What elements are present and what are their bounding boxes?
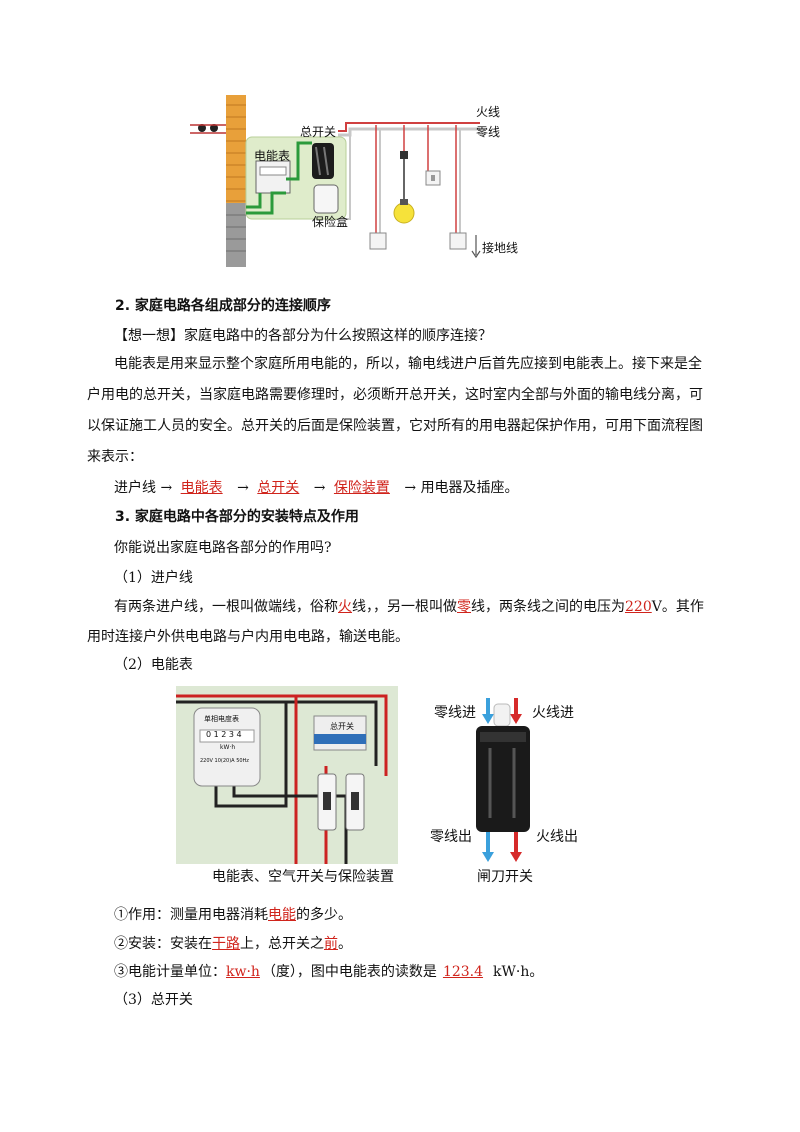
section2-heading: 2. 家庭电路各组成部分的连接顺序 — [115, 298, 331, 314]
sub3-title: （3）总开关 — [114, 992, 193, 1008]
sub1-title: （1）进户线 — [114, 570, 193, 586]
label-huo-out: 火线出 — [536, 829, 578, 845]
label-baoxianhe: 保险盒 — [312, 215, 349, 229]
meter-switch-svg — [176, 686, 398, 864]
fig-left-caption: 电能表、空气开关与保险装置 — [212, 869, 394, 885]
think-text: 家庭电路中的各部分为什么按照这样的顺序连接？ — [184, 328, 492, 344]
item1-text-b: 的多少。 — [296, 907, 352, 923]
sub1-line-2: 用时连接户外供电电路与户内用电电路，输送电能。 — [87, 629, 409, 645]
blank-electric-energy: 电能 — [268, 907, 296, 923]
think-line: 【想一想】家庭电路中的各部分为什么按照这样的顺序连接？ — [114, 326, 492, 346]
sub1-line-1: 有两条进户线，一根叫做端线，俗称火线，，另一根叫做零线，两条线之间的电压为220… — [114, 597, 704, 617]
blank-ling: 零 — [457, 599, 471, 615]
sub1-text-d: V。其作 — [651, 599, 704, 615]
item3-text-b: （度），图中电能表的读数是 — [261, 964, 437, 980]
para-line-1: 电能表是用来显示整个家庭所用电能的，所以，输电线进户后首先应接到电能表上。接下来… — [114, 356, 702, 372]
flow-arrow-2: → — [237, 480, 249, 496]
label-huo-in: 火线进 — [532, 705, 574, 721]
household-circuit-diagram: 火线 零线 总开关 电能表 保险盒 接地线 — [190, 95, 530, 270]
blank-220: 220 — [625, 599, 652, 615]
item1-text-a: ①作用：测量用电器消耗 — [114, 907, 268, 923]
flow-arrow-4: → — [404, 480, 417, 496]
flow-blank-fuse: 保险装置 — [333, 480, 390, 496]
meter-title: 单相电度表 — [204, 715, 239, 723]
label-lingxian: 零线 — [476, 125, 501, 139]
blank-main-circuit: 干路 — [212, 936, 240, 952]
label-jiedi: 接地线 — [482, 241, 519, 255]
item-3: ③电能计量单位：kw·h（度），图中电能表的读数是 123.4 kW·h。 — [114, 962, 543, 982]
section3-heading: 3. 家庭电路中各部分的安装特点及作用 — [115, 509, 359, 525]
flow-start: 进户线 — [114, 480, 156, 496]
knife-switch-figure: 零线进 火线进 零线出 火线出 — [430, 698, 590, 868]
blank-unit: kw·h — [226, 964, 260, 980]
blank-huo: 火 — [338, 599, 352, 615]
blank-before: 前 — [324, 936, 338, 952]
flow-blank-meter: 电能表 — [180, 480, 223, 496]
sub2-title: （2）电能表 — [114, 657, 193, 673]
blank-reading: 123.4 — [442, 964, 484, 980]
item2-text-c: 。 — [338, 936, 352, 952]
item-1: ①作用：测量用电器消耗电能的多少。 — [114, 905, 352, 925]
fig-right-caption: 闸刀开关 — [477, 869, 533, 885]
flow-line: 进户线 → 电能表 → 总开关 → 保险装置 → 用电器及插座。 — [114, 478, 519, 498]
label-zongkaiguan: 总开关 — [300, 125, 337, 139]
meter-digits: 0 1 2 3 4 — [206, 730, 242, 739]
knife-switch-svg — [476, 698, 530, 862]
item3-text-c: kW·h。 — [493, 964, 544, 980]
label-huoxian: 火线 — [476, 105, 501, 119]
flow-arrow-1: → — [160, 480, 173, 496]
item-2: ②安装：安装在干路上，总开关之前。 — [114, 934, 352, 954]
item2-text-b: 上，总开关之 — [240, 936, 324, 952]
sub1-text-c: 线，两条线之间的电压为 — [471, 599, 625, 615]
household-circuit-svg — [190, 95, 481, 267]
para-line-4: 来表示： — [87, 449, 143, 465]
meter-unit: kW·h — [220, 744, 236, 751]
section3-question: 你能说出家庭电路各部分的作用吗? — [114, 540, 332, 556]
think-label: 【想一想】 — [114, 328, 184, 344]
item3-text-a: ③电能计量单位： — [114, 964, 226, 980]
para-line-3: 以保证施工人员的安全。总开关的后面是保险装置，它对所有的用电器起保护作用，可用下… — [87, 418, 703, 434]
flow-arrow-3: → — [313, 480, 326, 496]
sub1-text-b: 线，，另一根叫做 — [352, 599, 457, 615]
main-switch-label: 总开关 — [330, 722, 354, 731]
label-ling-out: 零线出 — [430, 829, 472, 845]
para-line-2: 户用电的总开关，当家庭电路需要修理时，必须断开总开关，这时室内全部与外面的输电线… — [87, 387, 703, 403]
label-ling-in: 零线进 — [434, 705, 476, 721]
flow-end: 用电器及插座。 — [420, 480, 519, 496]
flow-blank-switch: 总开关 — [257, 480, 300, 496]
meter-switch-figure: 单相电度表 0 1 2 3 4 kW·h 220V 10(20)A 50Hz 总… — [176, 686, 398, 864]
sub1-text-a: 有两条进户线，一根叫做端线，俗称 — [114, 599, 338, 615]
item2-text-a: ②安装：安装在 — [114, 936, 212, 952]
meter-spec: 220V 10(20)A 50Hz — [200, 758, 249, 764]
label-dianneng: 电能表 — [254, 149, 291, 163]
